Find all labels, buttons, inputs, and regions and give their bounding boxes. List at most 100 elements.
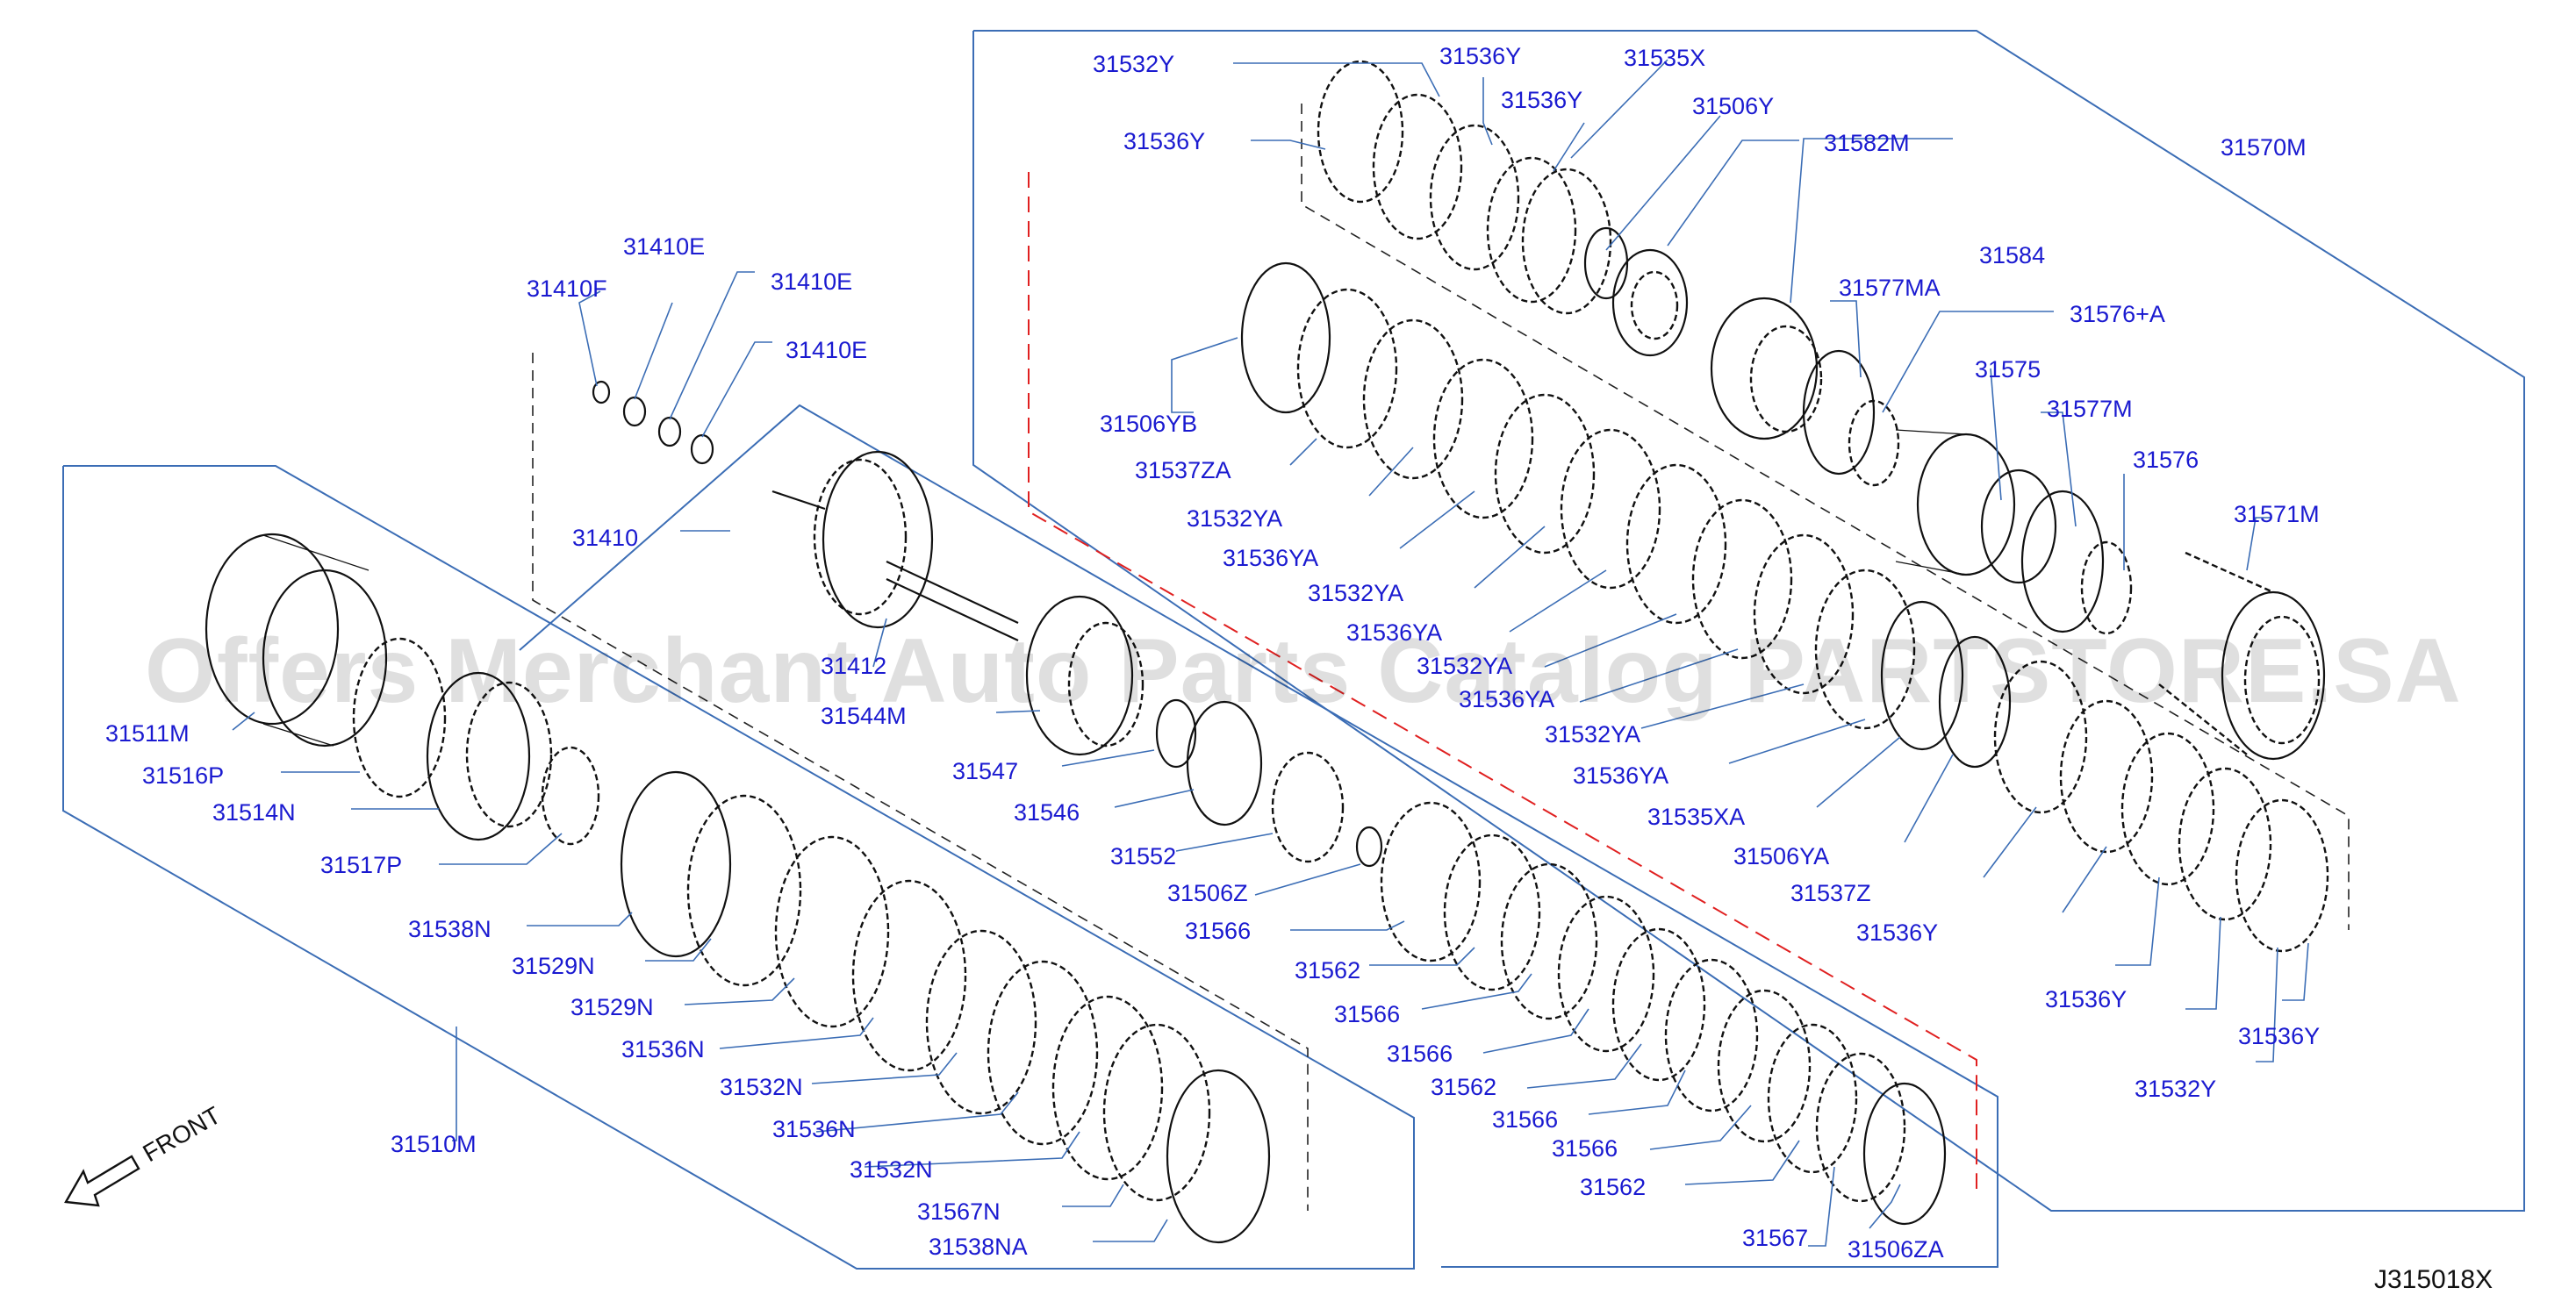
plate-31532y-a xyxy=(1317,60,1404,204)
snap-ring-31506y xyxy=(1583,226,1629,300)
drum-31571m xyxy=(2158,551,2326,761)
plate-31537z xyxy=(1993,660,2088,814)
axis-line-top xyxy=(1301,104,2350,930)
label-31536ya-b: 31536YA xyxy=(1346,619,1442,646)
plate-31567 xyxy=(1815,1052,1906,1203)
plate-31566-b xyxy=(1500,862,1598,1020)
label-31517p: 31517P xyxy=(320,852,402,878)
label-31532n-a: 31532N xyxy=(720,1074,803,1100)
label-31577ma: 31577MA xyxy=(1839,275,1941,301)
label-31567: 31567 xyxy=(1742,1225,1808,1251)
label-31536ya-a: 31536YA xyxy=(1223,545,1318,571)
plate-31532n-b xyxy=(1051,995,1164,1181)
ring-31546 xyxy=(1186,700,1263,826)
label-31536y-c: 31536Y xyxy=(1501,87,1582,113)
label-31566-e: 31566 xyxy=(1552,1135,1618,1162)
retainer-31584 xyxy=(1710,297,1823,440)
label-31532y-a: 31532Y xyxy=(1093,51,1174,77)
plate-31536y-d xyxy=(2059,699,2154,854)
label-31575: 31575 xyxy=(1975,356,2041,383)
plate-31562-b xyxy=(1611,927,1706,1082)
label-31537z: 31537Z xyxy=(1790,880,1871,906)
label-31532y-b: 31532Y xyxy=(2135,1076,2216,1102)
plate-31532ya-a xyxy=(1362,318,1464,480)
hub-31514n xyxy=(426,671,553,841)
label-31538n: 31538N xyxy=(408,916,492,942)
plate-31536ya-a xyxy=(1432,358,1534,519)
plate-31536y-f xyxy=(2235,798,2329,953)
label-31570m: 31570M xyxy=(2221,134,2307,161)
plate-31529n-b xyxy=(774,835,890,1028)
ring-31576a xyxy=(1848,399,1900,487)
o-ring-31410e-b xyxy=(657,416,682,447)
label-31537za: 31537ZA xyxy=(1135,457,1231,483)
label-31566-c: 31566 xyxy=(1387,1041,1453,1067)
seal-31577ma xyxy=(1802,349,1876,476)
label-31532ya-d: 31532YA xyxy=(1545,721,1640,748)
label-31529n-b: 31529N xyxy=(570,994,654,1020)
plate-31567n xyxy=(1102,1023,1211,1202)
label-31562-c: 31562 xyxy=(1580,1174,1646,1200)
label-31532ya-b: 31532YA xyxy=(1308,580,1403,606)
snap-ring-31516p xyxy=(352,637,447,798)
label-31576: 31576 xyxy=(2133,447,2199,473)
label-31506y: 31506Y xyxy=(1692,93,1774,119)
label-31536y-e: 31536Y xyxy=(2045,986,2127,1012)
snap-ring-31538n xyxy=(620,770,732,958)
plate-31532y-b xyxy=(2178,767,2272,921)
front-label: FRONT xyxy=(139,1101,226,1167)
plate-31536y-c xyxy=(1486,156,1577,304)
snap-ring-31506za xyxy=(1862,1082,1947,1226)
drum-31575 xyxy=(1895,429,2057,584)
label-31562-b: 31562 xyxy=(1431,1074,1496,1100)
label-31547: 31547 xyxy=(952,758,1018,784)
plate-31532ya-d xyxy=(1753,533,1855,695)
label-31506yb: 31506YB xyxy=(1100,411,1197,437)
label-31506za: 31506ZA xyxy=(1848,1236,1944,1263)
label-31532n-b: 31532N xyxy=(850,1156,933,1183)
plate-31562-a xyxy=(1443,833,1541,991)
seal-31577m xyxy=(2020,490,2105,633)
plate-31536ya-c xyxy=(1691,498,1793,660)
label-31566-d: 31566 xyxy=(1492,1106,1558,1133)
label-31566-b: 31566 xyxy=(1334,1001,1400,1027)
label-31536ya-c: 31536YA xyxy=(1459,686,1554,712)
label-31535x: 31535X xyxy=(1624,45,1705,71)
label-31532ya-c: 31532YA xyxy=(1417,653,1512,679)
plate-31536y-a xyxy=(1372,93,1463,240)
label-31529n-a: 31529N xyxy=(512,953,595,979)
plate-31535x xyxy=(1521,168,1612,315)
label-31538na: 31538NA xyxy=(929,1234,1028,1260)
plate-31532n-a xyxy=(925,929,1037,1115)
plate-31536n-a xyxy=(851,879,967,1072)
leader-lines xyxy=(232,59,2309,1247)
label-31506z: 31506Z xyxy=(1167,880,1248,906)
plate-31536ya-d xyxy=(1814,569,1916,730)
plate-31532ya-b xyxy=(1494,393,1596,554)
plate-31536y-e xyxy=(2120,732,2215,886)
plate-31566-c xyxy=(1557,895,1655,1053)
label-31536y-a: 31536Y xyxy=(1123,128,1205,154)
bearing-31552 xyxy=(1271,751,1345,863)
label-31536y-f: 31536Y xyxy=(2238,1023,2320,1049)
label-31552: 31552 xyxy=(1110,843,1176,869)
label-31536n-b: 31536N xyxy=(772,1116,856,1142)
plate-31532ya-c xyxy=(1625,463,1727,625)
ring-31517p xyxy=(541,746,600,846)
o-ring-31410e-c xyxy=(690,433,714,465)
label-31516p: 31516P xyxy=(142,762,224,789)
plate-31566-a xyxy=(1380,801,1482,962)
label-31535xa: 31535XA xyxy=(1647,804,1745,830)
label-31536y-b: 31536Y xyxy=(1439,43,1521,69)
label-31536n-a: 31536N xyxy=(621,1036,705,1062)
plate-31562-c xyxy=(1767,1023,1858,1174)
ring-31547 xyxy=(1155,698,1197,769)
label-31410e-a: 31410E xyxy=(623,233,705,260)
group-box-31510m xyxy=(62,465,1415,1270)
carrier-31544m xyxy=(1025,595,1144,756)
label-31584: 31584 xyxy=(1979,242,2045,268)
snap-ring-31506ya xyxy=(1938,635,2012,769)
label-31566-a: 31566 xyxy=(1185,918,1251,944)
label-31532ya-a: 31532YA xyxy=(1187,505,1282,532)
label-31410f: 31410F xyxy=(527,275,607,302)
